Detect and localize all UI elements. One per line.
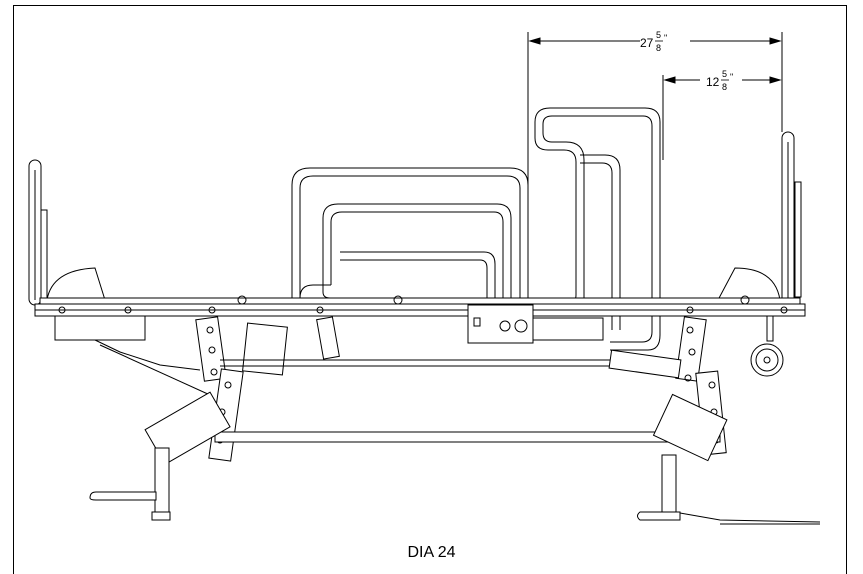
dimension-1-denominator: 8 (656, 43, 661, 53)
figure-frame (13, 5, 847, 574)
side-rail-left (291, 167, 529, 299)
bed-deck (34, 295, 806, 317)
dimension-2-numerator: 5 (722, 69, 727, 79)
left-mechanism (54, 315, 660, 462)
figure-caption: DIA 24 (407, 544, 456, 561)
control-box (467, 304, 604, 344)
footboard (781, 131, 802, 308)
lower-frame (89, 391, 821, 525)
dimension-2-unit: " (730, 72, 733, 82)
dimension-2-denominator: 8 (722, 82, 727, 92)
dimension-2-whole: 12 (706, 75, 720, 89)
dimension-1-numerator: 5 (656, 30, 661, 40)
caster-wheel (750, 315, 784, 377)
foot-wedge (717, 267, 781, 301)
dimension-1-unit: " (664, 33, 667, 43)
dimension-lines (527, 32, 783, 300)
dimension-label-2: 12 5 8 " (706, 69, 733, 92)
dimension-1-whole: 27 (640, 36, 654, 50)
head-wedge (46, 267, 106, 301)
headboard (28, 159, 48, 306)
dimension-label-1: 27 5 8 " (640, 30, 667, 53)
